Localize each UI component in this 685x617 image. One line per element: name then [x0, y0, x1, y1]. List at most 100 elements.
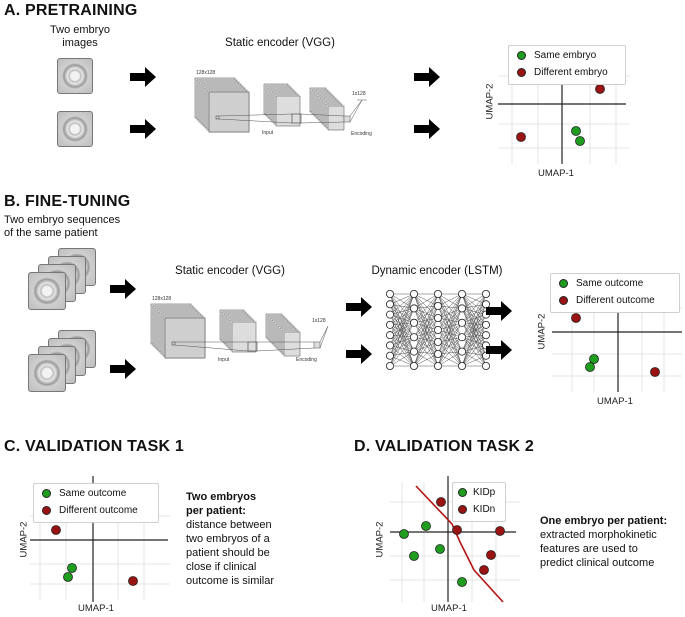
lstm-node: [409, 362, 418, 371]
vgg-layers: [150, 303, 329, 359]
lstm-node: [434, 350, 443, 359]
lstm-node: [482, 362, 491, 371]
panel-b-static-encoder-title: Static encoder (VGG): [175, 265, 285, 277]
lstm-node: [386, 300, 394, 309]
umap-b-xlabel: UMAP-1: [597, 396, 633, 407]
red-dot-icon: [517, 68, 526, 77]
green-point: [457, 577, 467, 587]
green-point: [571, 126, 581, 136]
vgg-size-label: 128x128: [152, 296, 172, 302]
lstm-node: [434, 313, 443, 322]
green-point: [589, 354, 599, 364]
panel-a-encoder-title: Static encoder (VGG): [225, 37, 335, 49]
vgg-encoding-label: Encoding: [351, 131, 372, 137]
embryo-image-2: [57, 111, 93, 147]
arrow-icon: [346, 297, 372, 317]
lstm-node: [434, 362, 443, 371]
panel-b-dynamic-encoder-title: Dynamic encoder (LSTM): [371, 265, 503, 277]
lstm-node: [434, 326, 443, 335]
vgg-diagram-a: 128x128 Input Encoding 1x128: [192, 64, 382, 144]
vgg-encoding-label: Encoding: [296, 357, 317, 363]
lstm-node: [386, 362, 394, 371]
red-point: [650, 367, 660, 377]
legend-b: Same outcome Different outcome: [550, 273, 680, 313]
lstm-node: [409, 318, 418, 327]
lstm-node: [409, 290, 418, 298]
vgg-size-label: 128x128: [196, 70, 216, 76]
legend-d: KIDp KIDn: [452, 482, 506, 522]
umap-c-ylabel: UMAP-2: [18, 521, 30, 558]
lstm-node: [458, 318, 467, 327]
arrow-icon: [486, 340, 512, 360]
red-dot-icon: [458, 505, 467, 514]
lstm-node: [386, 351, 394, 360]
arrow-icon: [130, 67, 156, 87]
red-point: [571, 313, 581, 323]
red-dot-icon: [559, 296, 568, 305]
panel-b-title: B. FINE-TUNING: [4, 193, 131, 210]
red-point: [495, 526, 505, 536]
umap-b-ylabel: UMAP-2: [536, 313, 548, 350]
embryo-image-1: [57, 58, 93, 94]
lstm-node: [458, 333, 467, 342]
decision-boundary: [415, 485, 504, 603]
vgg-input-label: Input: [218, 357, 230, 363]
legend-a: Same embryo Different embryo: [508, 45, 626, 85]
green-point: [67, 563, 77, 573]
green-point: [63, 572, 73, 582]
lstm-node: [386, 341, 394, 350]
arrow-icon: [110, 279, 136, 299]
lstm-node: [409, 304, 418, 313]
lstm-node: [482, 290, 491, 298]
lstm-node: [458, 362, 467, 371]
embryo-sequence-1: [18, 248, 98, 318]
lstm-node: [482, 331, 491, 340]
green-dot-icon: [517, 51, 526, 60]
umap-a-ylabel: UMAP-2: [484, 83, 496, 120]
red-point: [595, 84, 605, 94]
red-point: [436, 497, 446, 507]
arrow-icon: [346, 344, 372, 364]
vgg-layers: [194, 77, 367, 133]
lstm-node: [482, 320, 491, 329]
arrow-icon: [486, 301, 512, 321]
panel-c-title: C. VALIDATION TASK 1: [4, 438, 184, 455]
red-point: [516, 132, 526, 142]
lstm-node: [458, 304, 467, 313]
umap-plot-b: Same outcome Different outcome: [550, 268, 684, 398]
lstm-node: [386, 310, 394, 319]
umap-d-ylabel: UMAP-2: [374, 521, 386, 558]
green-point: [575, 136, 585, 146]
lstm-node: [409, 347, 418, 356]
umap-d-xlabel: UMAP-1: [431, 603, 467, 614]
lstm-node: [386, 331, 394, 340]
lstm-node: [386, 290, 394, 298]
green-dot-icon: [42, 489, 51, 498]
panel-a-input-caption: Two embryo images: [50, 24, 110, 49]
panel-b-input-caption: Two embryo sequences of the same patient: [4, 214, 121, 239]
green-point: [585, 362, 595, 372]
umap-plot-a: Same embryo Different embryo: [498, 40, 630, 170]
green-point: [421, 521, 431, 531]
umap-plot-d-canvas: [390, 476, 520, 603]
panel-c-description: Two embryos per patient: distance betwee…: [186, 491, 275, 587]
lstm-node: [434, 338, 443, 347]
lstm-node: [386, 320, 394, 329]
lstm-node: [409, 333, 418, 342]
vgg-input-label: Input: [262, 130, 274, 136]
green-dot-icon: [458, 488, 467, 497]
legend-c: Same outcome Different outcome: [33, 483, 159, 523]
lstm-node: [458, 290, 467, 298]
lstm-network: [386, 290, 491, 371]
umap-a-xlabel: UMAP-1: [538, 168, 574, 179]
lstm-node: [434, 290, 443, 298]
green-point: [435, 544, 445, 554]
arrow-icon: [414, 67, 440, 87]
panel-d-title: D. VALIDATION TASK 2: [354, 438, 534, 455]
umap-plot-c: Same outcome Different outcome: [30, 472, 170, 606]
red-point: [486, 550, 496, 560]
embryo-sequence-2: [18, 330, 98, 406]
vgg-diagram-b: 128x128 Input Encoding 1x128: [148, 290, 338, 372]
umap-plot-d: KIDp KIDn: [390, 472, 522, 606]
lstm-node: [434, 301, 443, 310]
